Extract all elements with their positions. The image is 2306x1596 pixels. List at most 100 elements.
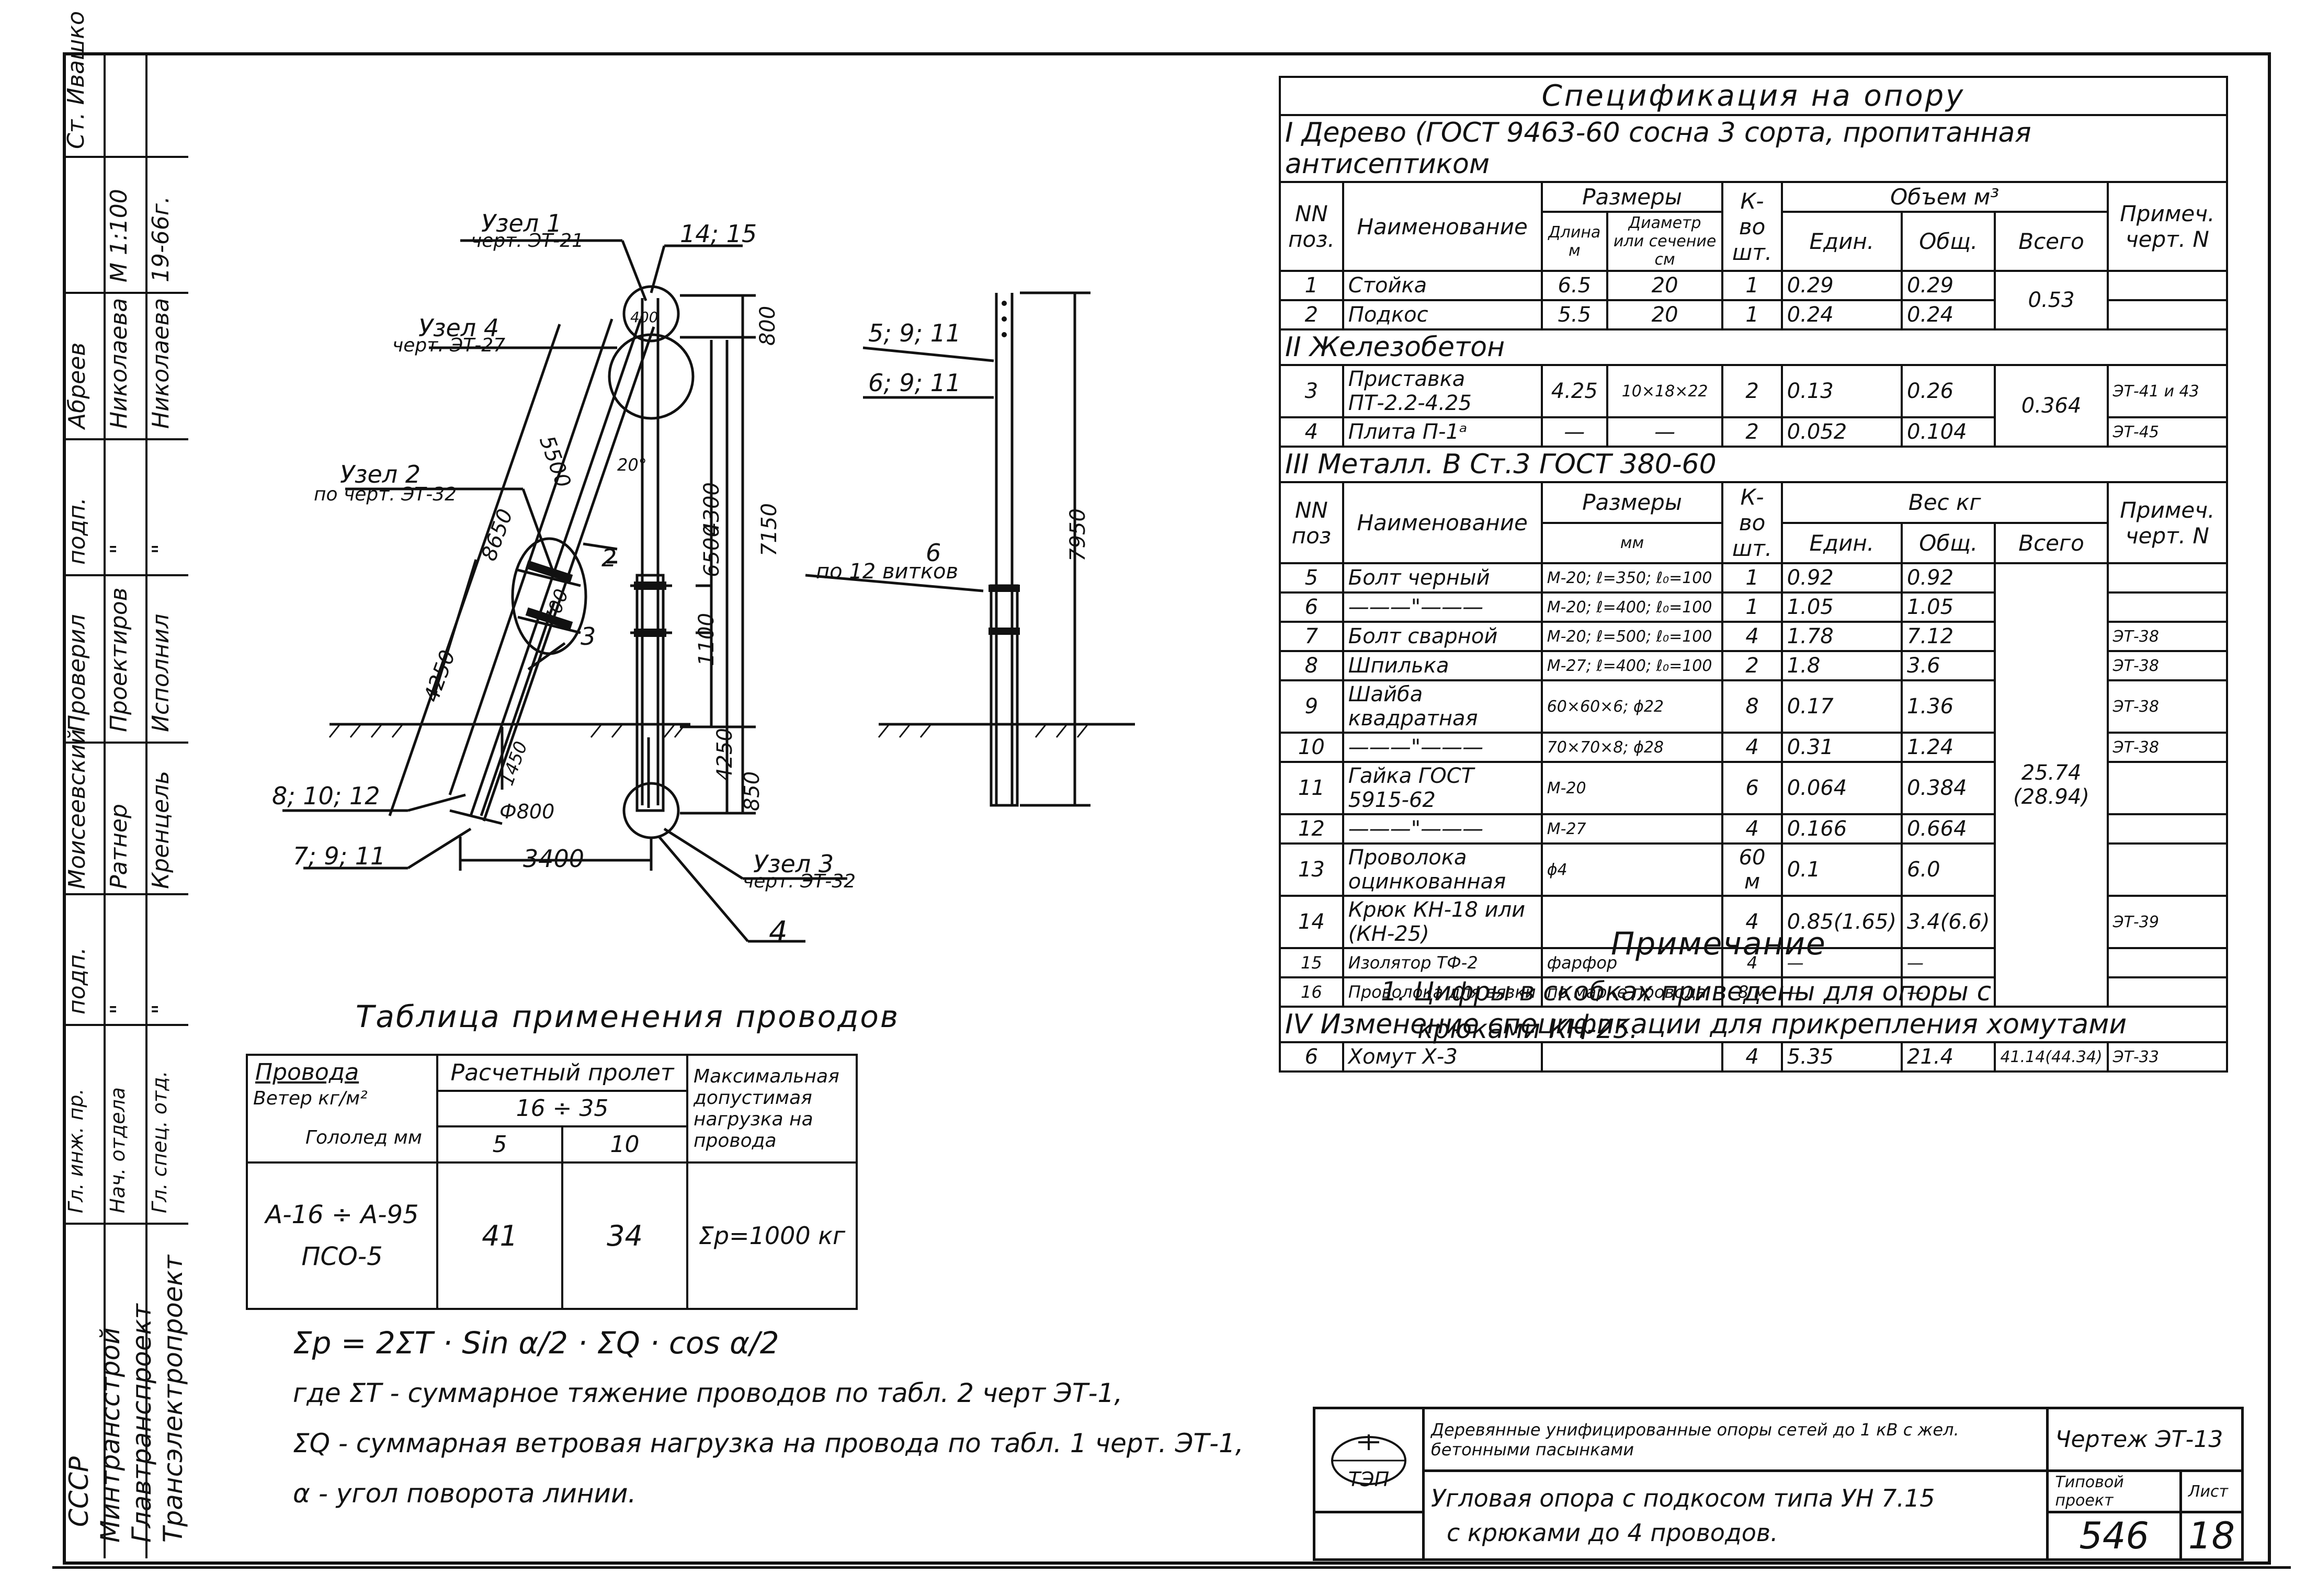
typical-project-label: Типовой проект [2046,1469,2182,1513]
cell [2106,976,2229,1008]
cell: 0.26 [1901,364,1996,418]
node-3-ref: черт. ЭТ-32 [743,871,856,892]
cell [2106,947,2229,978]
cell: 2 [1279,299,1344,330]
cell: 12 [1279,813,1344,845]
spec-head2-total: Общ. [1901,521,1996,564]
spec-head2-weight: Вес кг [1780,481,2109,524]
concrete-stub [635,574,665,812]
cell: ϕ4 [1540,842,1724,897]
cell: 0.24 [1901,299,1996,330]
dim-plate-800: Ф800 [499,800,555,823]
cell: 41.14(44.34) [1994,1041,2109,1073]
cell: 0.92 [1901,562,1996,594]
cell: ЭТ-38 [2106,679,2229,734]
cell: Подкос [1342,299,1543,330]
formula-line-4: α - угол поворота линии. [293,1478,637,1509]
cell: 4 [1721,621,1783,652]
callout-6-9-11: 6; 9; 11 [868,369,961,397]
cell: 1 [1721,562,1783,594]
cell [1540,1041,1724,1073]
cell: 0.85(1.65) [1780,895,1903,949]
cell: 9 [1279,679,1344,734]
note-line-1: 1. Цифры в скобках приведены для опоры с [1381,976,1992,1007]
spec-head2-unit: Един. [1780,521,1903,564]
cell: 6 [1721,761,1783,815]
position-3: 3 [581,622,596,651]
spec-head-total: Общ. [1901,211,1996,272]
wires-col-ice: Гололед мм [305,1127,422,1148]
cell: — [1901,976,1996,1008]
metal-weight-total: 25.74(28.94) [1994,562,2109,1008]
cell: ЭТ-39 [2106,895,2229,949]
cell: 8 [1279,650,1344,681]
wires-value-max: Σp=1000 кг [686,1161,858,1310]
strut-stub [480,601,556,816]
wires-row-name-1: А-16 ÷ А-95 [265,1200,419,1229]
cell: 0.664 [1901,813,1996,845]
cell: Изолятор ТФ-2 [1342,947,1543,978]
cell: — [1540,416,1608,448]
cell: ЭТ-38 [2106,621,2229,652]
cell: 4 [1721,895,1783,949]
cell [2106,591,2229,623]
cell: 1 [1279,270,1344,301]
dim-850: 850 [740,771,765,812]
cell: Шпилька [1342,650,1543,681]
spec-row: 6 Хомут Х-3 4 5.35 21.4 41.14(44.34) ЭТ-… [1279,1041,2229,1073]
clamp-2 [634,629,666,637]
cell: ———"——— [1342,813,1543,845]
cell: 0.064 [1780,761,1903,815]
callout-hooks-insulators: 14; 15 [680,220,757,248]
wires-value-10: 34 [561,1161,689,1310]
cell: — [1901,947,1996,978]
cell: 3 [1279,364,1344,418]
title-main-2: с крюками до 4 проводов. [1447,1518,1778,1547]
cell: Болт черный [1342,562,1543,594]
title-series: Деревянные унифицированные опоры сетей д… [1422,1407,2049,1472]
cell: М-20; ℓ=400; ℓ₀=100 [1540,591,1724,623]
cell: 0.29 [1780,270,1903,301]
position-2: 2 [601,544,617,572]
spec-head-unit: Един. [1780,211,1903,272]
dim-4250-pole: 4250 [712,728,737,781]
logo-icon [1331,1434,1406,1485]
logo-spacer [1313,1511,1425,1561]
cell: М-20; ℓ=500; ℓ₀=100 [1540,621,1724,652]
title-drawing-no: Чертеж ЭТ-13 [2046,1407,2244,1472]
spec-section-change: IV Изменение спецификации для прикреплен… [1279,1006,2228,1043]
spec-head2-all: Всего [1994,521,2109,564]
cell: М-27; ℓ=400; ℓ₀=100 [1540,650,1724,681]
cell: 3.4(6.6) [1901,895,1996,949]
sheet-number: 18 [2179,1511,2244,1561]
cell: 60 м [1721,842,1783,897]
cell: 70×70×8; ϕ28 [1540,732,1724,763]
cell: 0.166 [1780,813,1903,845]
cell: 10 [1279,732,1344,763]
formula-line-3: ΣQ - суммарная ветровая нагрузка на пров… [293,1428,1244,1458]
wires-table: Провода Ветер кг/м² Гололед мм Расчетный… [246,1054,858,1310]
cell: 0.384 [1901,761,1996,815]
cell: 6.0 [1901,842,1996,897]
metal-total: 25.74 [2021,761,2082,785]
note-title: Примечание [1611,926,1826,962]
node-4-ref: черт. ЭТ-27 [392,335,506,356]
cell: Хомут Х-3 [1342,1041,1543,1073]
spec-head-diameter: Диаметр или сечение см [1606,211,1724,272]
cell: Плита П-1ᵃ [1342,416,1543,448]
cell: — [1606,416,1724,448]
cell: 1 [1721,591,1783,623]
spec-head2-mm: мм [1540,521,1724,564]
wires-header-diag: Провода Ветер кг/м² Гололед мм [246,1054,438,1164]
cell: 6 [1279,591,1344,623]
note-line-2: крюками КН-25. [1417,1014,1638,1044]
cell: 60×60×6; ϕ22 [1540,679,1724,734]
cell: 4 [1721,813,1783,845]
wires-col-10: 10 [561,1125,689,1164]
spec-row: 2 Подкос 5.5 20 1 0.24 0.24 [1279,299,2229,330]
bottom-trim-line [52,1566,2291,1569]
spec-head-volume: Объем м³ [1780,181,2109,213]
cell: 0.24 [1780,299,1903,330]
